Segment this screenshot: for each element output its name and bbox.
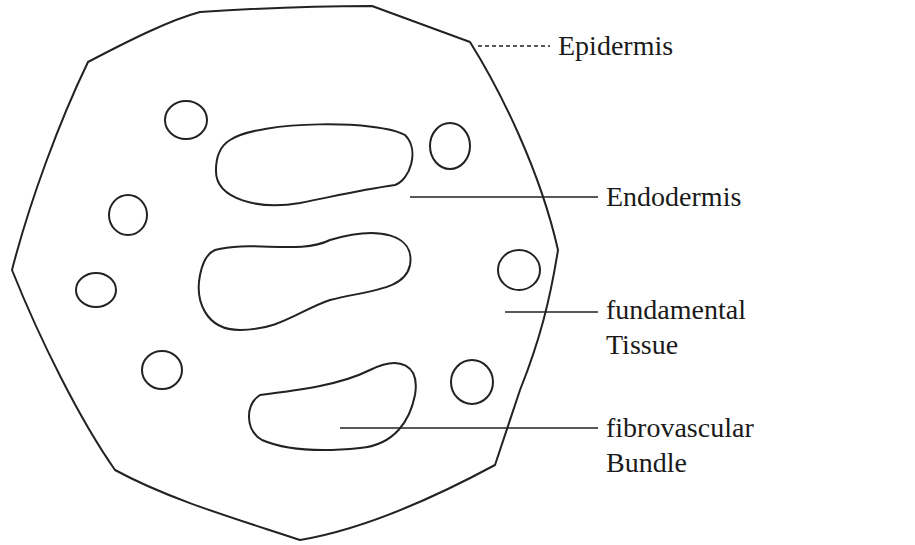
large-bundle <box>216 124 412 205</box>
part-label: Epidermis <box>558 28 758 63</box>
leader-line <box>505 311 598 313</box>
leader-line <box>410 196 598 198</box>
small-bundle <box>109 195 147 235</box>
small-bundle <box>430 123 470 169</box>
large-bundle <box>199 233 411 330</box>
small-bundle <box>142 351 182 389</box>
part-label: fibrovascular Bundle <box>606 410 806 480</box>
small-bundle <box>165 101 207 139</box>
leader-line <box>478 45 550 47</box>
leader-line <box>340 427 598 429</box>
large-bundle <box>249 363 416 450</box>
small-bundle <box>451 360 493 404</box>
epidermis-outline <box>12 6 558 540</box>
part-label: fundamental Tissue <box>606 292 796 362</box>
part-label: Endodermis <box>606 179 806 214</box>
small-bundle <box>498 250 540 290</box>
small-bundle <box>76 273 116 307</box>
